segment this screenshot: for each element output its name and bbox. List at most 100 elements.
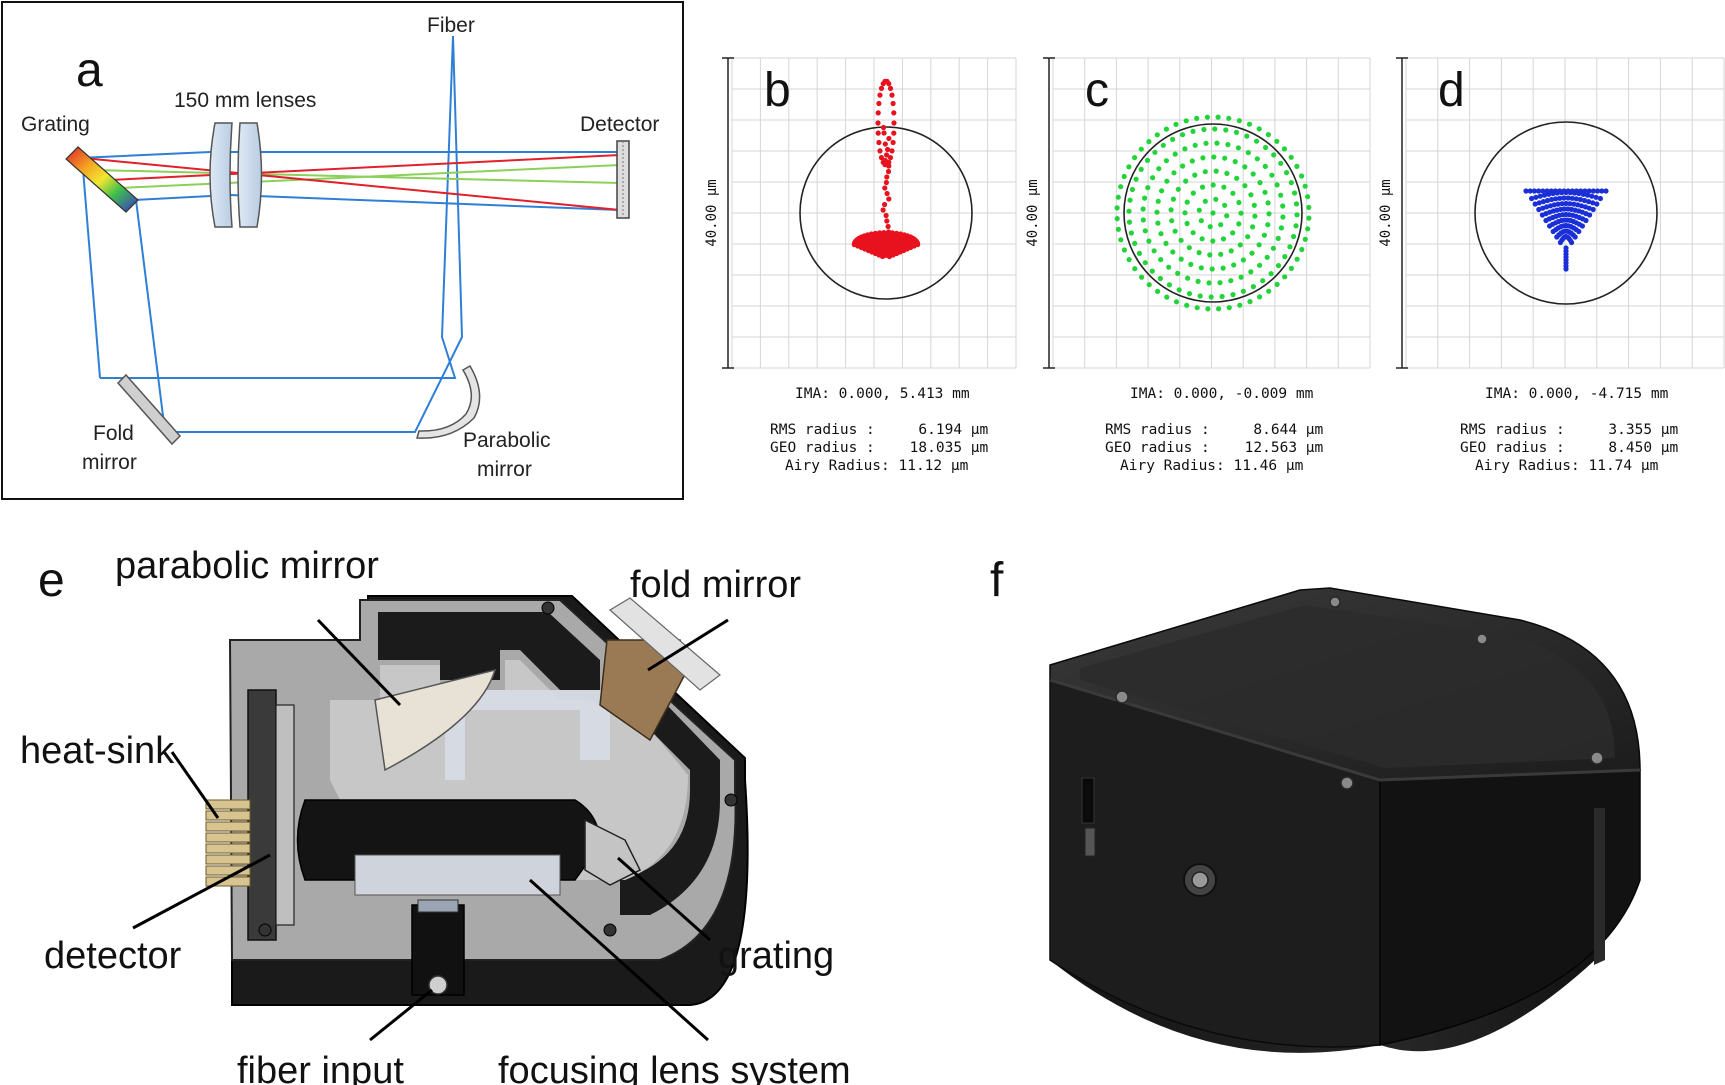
spot-dot <box>876 101 881 106</box>
spot-dot <box>1289 155 1294 160</box>
spot-dot <box>1303 184 1308 189</box>
spot-dot <box>1265 255 1270 260</box>
spot-dot <box>1166 265 1171 270</box>
spot-dot <box>1127 220 1132 225</box>
spot-dot <box>1220 294 1225 299</box>
spot-dot <box>1173 122 1178 127</box>
spot-dot <box>1126 164 1131 169</box>
spot-dot <box>1171 197 1176 202</box>
panel-a: a <box>2 2 683 499</box>
spot-dot <box>1206 280 1211 285</box>
spot-dot <box>1142 196 1147 201</box>
spot-dot <box>1299 173 1304 178</box>
spot-diagrams: 40.00 µmbIMA: 0.000, 5.413 mmRMS radius … <box>704 58 1724 474</box>
spot-dot <box>1224 171 1229 176</box>
spot-dot <box>1276 236 1281 241</box>
spot-dot <box>1185 221 1190 226</box>
spot-dot <box>886 229 891 234</box>
spot-dot <box>1241 257 1246 262</box>
spot-dot <box>1538 194 1543 199</box>
spot-dot <box>1211 154 1216 159</box>
spot-dot <box>1275 282 1280 287</box>
spot-dot <box>1213 197 1218 202</box>
spot-dot <box>1180 163 1185 168</box>
spot-dot <box>1251 284 1256 289</box>
spot-dot <box>1293 223 1298 228</box>
panel-a-letter: a <box>76 44 103 97</box>
spot-dot <box>1262 190 1267 195</box>
spot-dot <box>884 213 889 218</box>
spot-dot <box>1122 174 1127 179</box>
spot-dot <box>1287 244 1292 249</box>
spot-dot <box>1211 182 1216 187</box>
label-fold-mirror: fold mirror <box>630 564 801 606</box>
spot-dot <box>1179 238 1184 243</box>
spot-dot <box>1127 198 1132 203</box>
label-focusing-lens-system: focusing lens system <box>498 1050 851 1085</box>
label-fiber: Fiber <box>427 14 475 37</box>
spot-dot <box>1129 230 1134 235</box>
spot-dot <box>1164 158 1169 163</box>
spot-dot <box>1197 208 1202 213</box>
spot-dot <box>1155 221 1160 226</box>
spot-dot <box>1173 229 1178 234</box>
spot-airy-text: Airy Radius: 11.74 µm <box>1475 458 1659 474</box>
spot-dot <box>1222 203 1227 208</box>
spot-dot <box>1257 126 1262 131</box>
spot-dot <box>1294 164 1299 169</box>
spot-dot <box>1199 218 1204 223</box>
label-detector: detector <box>44 935 182 977</box>
spot-dot <box>1230 292 1235 297</box>
spot-dot <box>1174 299 1179 304</box>
spot-dot <box>1146 239 1151 244</box>
spot-dot <box>884 180 889 185</box>
spot-dot <box>882 185 887 190</box>
label-detector: Detector <box>580 113 659 136</box>
spot-dot <box>1146 139 1151 144</box>
spot-dot <box>1583 218 1588 223</box>
spot-dot <box>1164 179 1169 184</box>
spot-dot <box>1214 169 1219 174</box>
spot-dot <box>1299 247 1304 252</box>
spot-dot <box>1145 158 1150 163</box>
spot-dot <box>1150 269 1155 274</box>
spot-dot <box>1247 299 1252 304</box>
spot-dot <box>1248 192 1253 197</box>
spot-dot <box>1185 276 1190 281</box>
spot-geo-text: GEO radius : 18.035 µm <box>770 440 989 456</box>
spot-dot <box>1249 251 1254 256</box>
spot-airy-text: Airy Radius: 11.12 µm <box>785 458 969 474</box>
label-grating: Grating <box>21 113 90 136</box>
spot-dot <box>1198 293 1203 298</box>
detector-element <box>617 141 629 218</box>
spot-dot <box>1271 246 1276 251</box>
spot-dot <box>1216 306 1221 311</box>
spot-dot <box>1594 201 1599 206</box>
spot-dot <box>1155 289 1160 294</box>
spot-dot <box>1143 260 1148 265</box>
spot-dot <box>1118 184 1123 189</box>
spot-dot <box>1139 275 1144 280</box>
spot-dot <box>1115 205 1120 210</box>
spot-dot <box>888 86 893 91</box>
spot-diagram-d: 40.00 µmdIMA: 0.000, -4.715 mmRMS radius… <box>1378 58 1724 474</box>
label-fold-mirror-2: mirror <box>82 451 137 474</box>
spot-dot <box>1216 115 1221 120</box>
spot-dot <box>1580 223 1585 228</box>
spot-dot <box>1179 257 1184 262</box>
spot-dot <box>1185 200 1190 205</box>
spot-dot <box>1278 161 1283 166</box>
spot-geo-text: GEO radius : 8.450 µm <box>1460 440 1679 456</box>
spot-dot <box>1591 207 1596 212</box>
spot-dot <box>1158 276 1163 281</box>
spot-dot <box>1244 134 1249 139</box>
spot-dot <box>1143 228 1148 233</box>
spot-dot <box>1598 196 1603 201</box>
spot-dot <box>1158 231 1163 236</box>
spot-dot <box>1164 127 1169 132</box>
spot-dot <box>1132 155 1137 160</box>
spot-dot <box>1141 206 1146 211</box>
spot-dot <box>891 131 896 136</box>
spot-dot <box>1132 241 1137 246</box>
